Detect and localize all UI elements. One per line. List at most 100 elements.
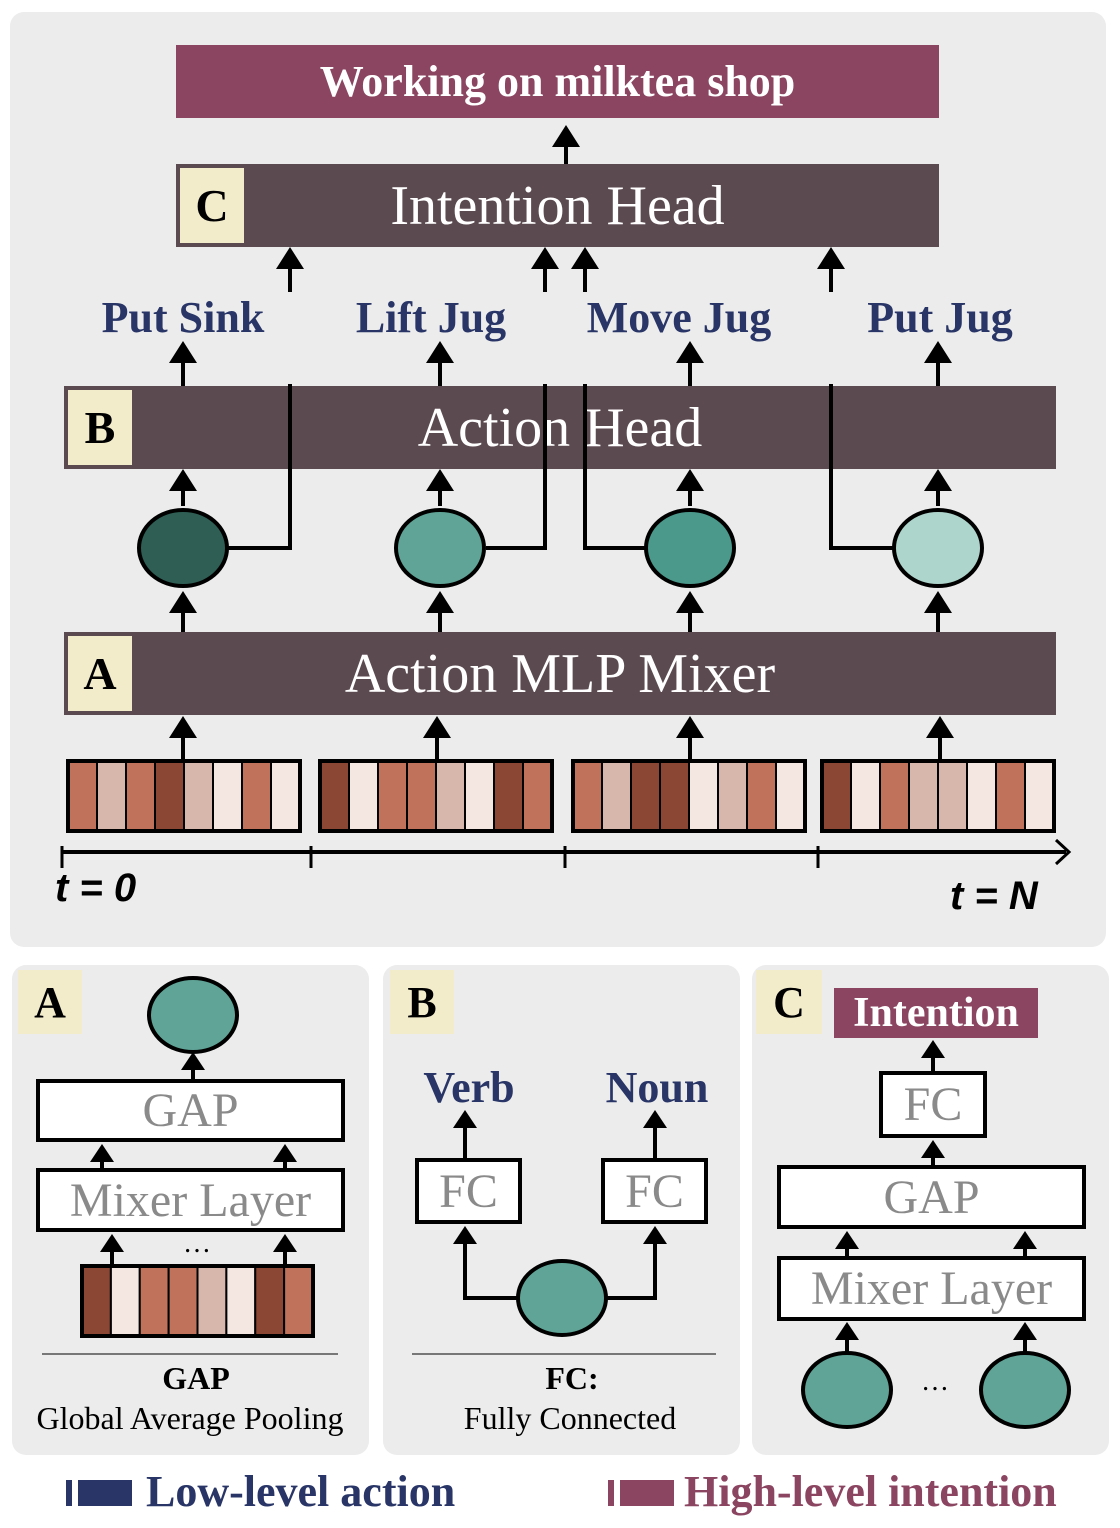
- arrow-mixer-to-node-0-head: [169, 591, 197, 613]
- time-end-label: t = N: [950, 874, 1038, 918]
- action-node-2: [644, 508, 736, 588]
- arrow-mixer-to-node-1-head: [426, 591, 454, 613]
- token-cell: [377, 760, 408, 832]
- token-cell: [717, 760, 748, 832]
- panel-a-token-cell: [109, 1265, 141, 1337]
- token-cell: [630, 760, 661, 832]
- arrow-intention-to-top-head: [552, 125, 580, 147]
- intention-head: Intention Head: [176, 164, 939, 247]
- token-cell: [319, 760, 350, 832]
- panel-a-gap-box: GAP: [36, 1079, 345, 1142]
- action-label-put-sink: Put Sink: [101, 293, 265, 342]
- action-head-badge: B: [68, 390, 132, 465]
- panel-a-caption: Global Average Pooling: [36, 1400, 344, 1436]
- panel-c-gap-box: GAP: [777, 1165, 1086, 1229]
- top-intention-label: Working on milktea shop: [319, 57, 796, 106]
- panel-a-token-cell: [81, 1265, 112, 1337]
- panel-a-arrow-mixer-to-gap-right-head: [273, 1144, 297, 1162]
- panel-c-input-node-right: [979, 1351, 1071, 1429]
- intention-head-label: Intention Head: [390, 174, 725, 237]
- token-cell: [937, 760, 968, 832]
- time-axis-arrowhead: [1054, 838, 1072, 866]
- legend-low-swatch-thin: [66, 1480, 72, 1506]
- token-cell: [96, 760, 127, 832]
- action-label-lift-jug: Lift Jug: [355, 293, 507, 342]
- token-cell: [995, 760, 1026, 832]
- panel-b-connector-right: [606, 1246, 657, 1300]
- panel-b-arrow-node-to-fc-verb-head: [453, 1226, 477, 1244]
- token-cell: [183, 760, 214, 832]
- arrow-tokens-to-mixer-1-head: [423, 716, 451, 738]
- action-head: Action Head: [64, 386, 1056, 469]
- panel-c-arrow-mixer-to-gap-left-head: [835, 1231, 859, 1249]
- top-intention-bar: Working on milktea shop: [176, 45, 939, 118]
- token-cell: [601, 760, 632, 832]
- panel-b-caption: Fully Connected: [463, 1400, 677, 1436]
- arrow-tokens-to-mixer-3-head: [926, 716, 954, 738]
- token-cell: [775, 760, 806, 832]
- token-cell: [1024, 760, 1055, 832]
- token-cell: [125, 760, 156, 832]
- token-cell: [908, 760, 939, 832]
- panel-c-fc-box: FC: [879, 1071, 987, 1138]
- token-cell: [67, 760, 98, 832]
- panel-c-arrow-gap-to-fc-head: [921, 1140, 945, 1158]
- panel-a-arrow-tokens-to-mixer-right-head: [273, 1234, 297, 1252]
- connector-node0: [228, 384, 292, 550]
- arrow-action-head-to-label-3-head: [924, 341, 952, 363]
- panel-a-token-outline: [80, 1264, 315, 1338]
- panel-a-badge: A: [18, 970, 82, 1034]
- arrow-tokens-to-mixer-0-head: [169, 716, 197, 738]
- connector-node2: [583, 384, 646, 550]
- token-cell: [879, 760, 910, 832]
- panel-c-arrow-fc-to-intention-head: [921, 1040, 945, 1058]
- panel-b-badge: B: [390, 970, 454, 1034]
- action-mlp-mixer-badge: A: [68, 636, 132, 711]
- token-cell: [821, 760, 852, 832]
- panel-c-input-node-left: [801, 1351, 893, 1429]
- token-cell: [241, 760, 272, 832]
- token-cell: [154, 760, 185, 832]
- token-cell: [270, 760, 301, 832]
- token-cell: [746, 760, 777, 832]
- token-cell: [348, 760, 379, 832]
- panel-a-token-cell: [138, 1265, 170, 1337]
- panel-b-arrow-fc-to-verb-head: [453, 1110, 477, 1128]
- panel-c-intention-bar: Intention: [834, 988, 1038, 1038]
- token-cell: [966, 760, 997, 832]
- action-mlp-mixer: Action MLP Mixer: [64, 632, 1056, 715]
- legend-high-level-label: High-level intention: [684, 1467, 1057, 1516]
- token-cell: [659, 760, 690, 832]
- panel-a-caption-bold: GAP: [162, 1360, 230, 1396]
- panel-b-fc-box-verb: FC: [415, 1158, 522, 1224]
- panel-b-noun-label: Noun: [605, 1063, 709, 1112]
- panel-a-output-node: [147, 976, 239, 1054]
- panel-c-arrow-node-to-mixer-left-head: [835, 1322, 859, 1340]
- panel-a-token-cell: [225, 1265, 257, 1337]
- panel-c-ellipsis: …: [921, 1366, 949, 1397]
- arrow-tokens-to-mixer-2-head: [676, 716, 704, 738]
- arrow-node-to-action-head-2-head: [676, 469, 704, 491]
- action-node-0: [137, 508, 229, 588]
- arrow-to-intention-head-top0-head: [276, 247, 304, 269]
- arrow-to-intention-head-top1-head: [531, 247, 559, 269]
- arrow-node-to-action-head-3-head: [924, 469, 952, 491]
- panel-b-input-node: [516, 1259, 608, 1337]
- panel-a-mixer-layer-box: Mixer Layer: [36, 1168, 345, 1232]
- arrow-node-to-action-head-0-head: [169, 469, 197, 491]
- token-cell: [406, 760, 437, 832]
- panel-a-token-cell: [196, 1265, 228, 1337]
- action-mlp-mixer-label: Action MLP Mixer: [344, 642, 776, 705]
- connector-node1: [486, 384, 547, 550]
- panel-c-arrow-node-to-mixer-right-head: [1013, 1322, 1037, 1340]
- arrow-mixer-to-node-3-head: [924, 591, 952, 613]
- legend-high-swatch-thin: [608, 1480, 614, 1506]
- token-cell: [522, 760, 553, 832]
- action-node-1: [394, 508, 486, 588]
- panel-b-arrow-fc-to-noun-head: [643, 1110, 667, 1128]
- panel-a-arrow-gap-to-node-head: [181, 1052, 205, 1070]
- arrow-action-head-to-label-1-head: [426, 341, 454, 363]
- token-cell: [493, 760, 524, 832]
